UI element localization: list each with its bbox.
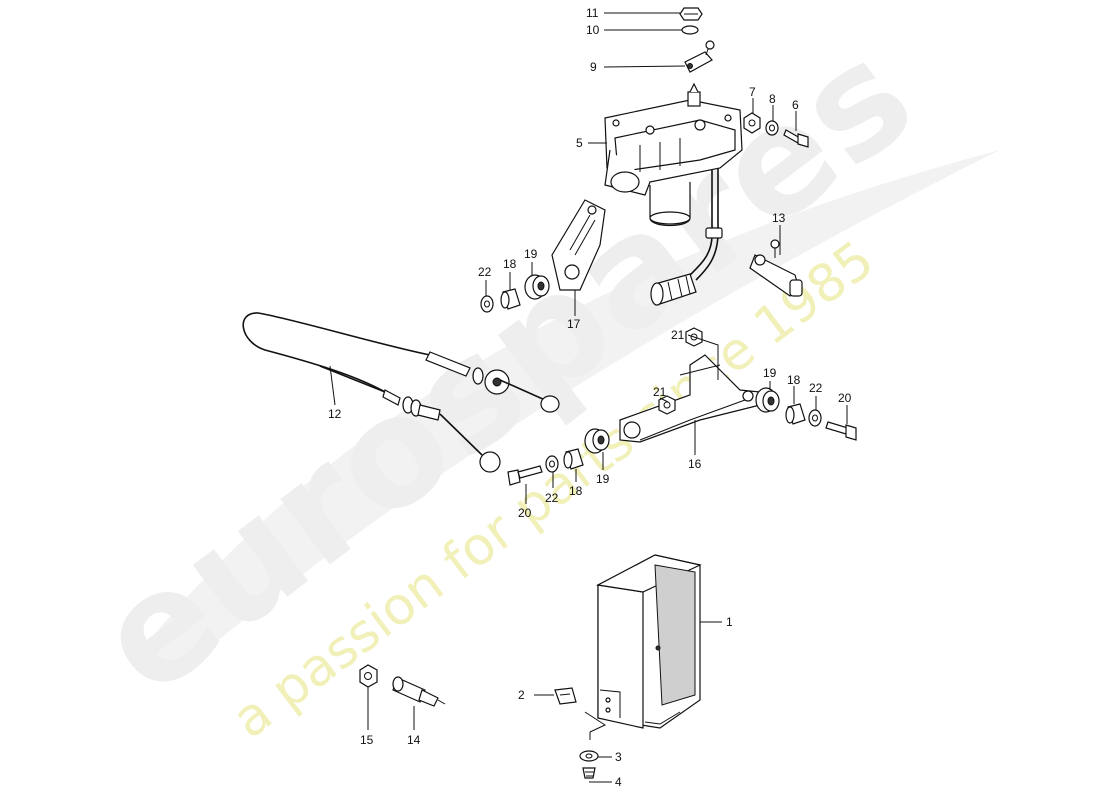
callout-16: 16	[688, 457, 702, 471]
part-screw-4	[582, 767, 596, 779]
callout-10: 10	[586, 23, 600, 37]
watermark-brand: eurospares	[67, 7, 945, 729]
callout-22-left: 22	[545, 491, 559, 505]
part-connector	[650, 273, 697, 306]
callouts: 11 10 9 7 8 6 5 13 22 18 19 17 21 21 19 …	[328, 6, 852, 789]
callout-18-left: 18	[569, 484, 583, 498]
leader-lines	[329, 12, 848, 783]
callout-19-upper: 19	[524, 247, 538, 261]
callout-19-left: 19	[596, 472, 610, 486]
part-bushing-19c	[584, 428, 610, 454]
part-harness	[689, 227, 723, 281]
callout-17: 17	[567, 317, 581, 331]
callout-20-left: 20	[518, 506, 532, 520]
part-nut-7	[743, 112, 761, 134]
part-bushing-19a	[524, 274, 550, 300]
part-washer-22c	[545, 455, 559, 473]
callout-20-right: 20	[838, 391, 852, 405]
callout-1: 1	[726, 615, 733, 629]
callout-14: 14	[407, 733, 421, 747]
callout-15: 15	[360, 733, 374, 747]
part-mount-bracket	[584, 711, 607, 740]
callout-7: 7	[749, 85, 756, 99]
callout-12: 12	[328, 407, 342, 421]
part-control-unit-1	[596, 554, 702, 729]
part-bushing-19b	[755, 387, 780, 413]
part-bracket-17	[551, 199, 606, 291]
part-washer-10	[681, 25, 699, 35]
part-switch-14	[392, 676, 446, 707]
part-washer-8	[765, 120, 779, 136]
watermark: eurospares a passion for parts since 198…	[67, 7, 1000, 750]
callout-18-right: 18	[787, 373, 801, 387]
callout-9: 9	[590, 60, 597, 74]
callout-22-upper: 22	[478, 265, 492, 279]
callout-4: 4	[615, 775, 622, 789]
part-nut-15	[359, 664, 378, 688]
part-actuator-5	[604, 82, 743, 235]
part-spacer-18a	[500, 288, 521, 310]
part-spacer-18c	[563, 448, 584, 470]
callout-8: 8	[769, 92, 776, 106]
part-lever-9	[684, 40, 715, 73]
part-clip-2	[554, 687, 577, 705]
callout-21-upper: 21	[671, 328, 685, 342]
part-washer-22b	[808, 409, 822, 427]
part-spacer-18b	[785, 403, 806, 425]
part-bracket-16	[619, 354, 761, 443]
callout-6: 6	[792, 98, 799, 112]
callout-13: 13	[772, 211, 786, 225]
callout-2: 2	[518, 688, 525, 702]
part-washer-3	[579, 750, 599, 762]
callout-5: 5	[576, 136, 583, 150]
part-lever-13	[749, 239, 803, 297]
part-bolt-6	[783, 129, 809, 148]
part-nut-11	[679, 7, 703, 21]
callout-22-right: 22	[809, 381, 823, 395]
callout-19-right: 19	[763, 366, 777, 380]
callout-18-upper: 18	[503, 257, 517, 271]
callout-21-lower: 21	[653, 385, 667, 399]
part-bolt-20a	[507, 465, 543, 486]
part-bolt-20b	[825, 421, 857, 441]
part-washer-22a	[480, 295, 494, 313]
callout-11: 11	[586, 6, 599, 20]
part-nut-21b	[658, 395, 676, 415]
part-cable-12	[242, 312, 560, 473]
callout-3: 3	[615, 750, 622, 764]
